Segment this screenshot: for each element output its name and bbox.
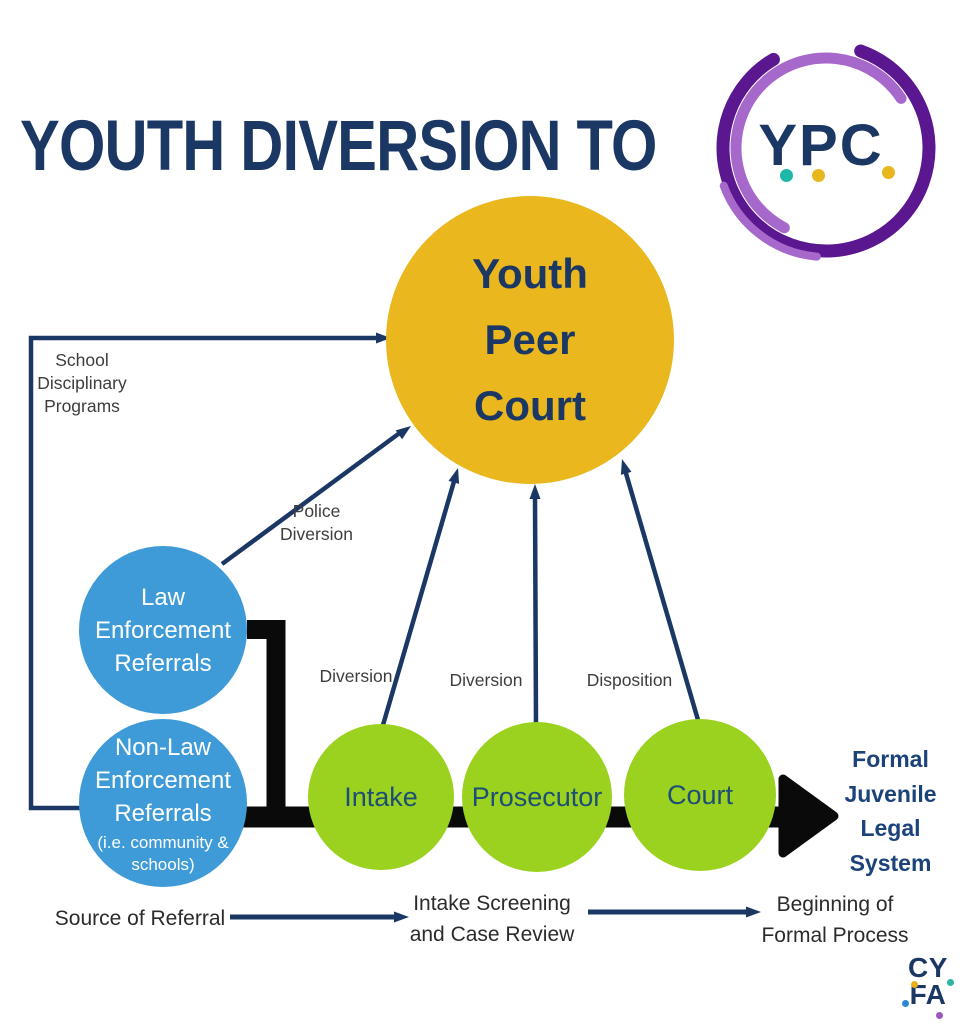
police-diversion-label: Police Diversion — [280, 501, 353, 544]
ypc-gold-dot-icon — [812, 169, 825, 182]
disposition-label: Disposition — [586, 670, 673, 690]
school-referral-line — [28, 335, 377, 811]
referral-arrowheads — [376, 332, 632, 499]
prosecutor-arrowhead-icon — [529, 484, 541, 499]
formal-juvenile-legal-system-label: Formal Juvenile Legal System — [844, 746, 937, 876]
stage-arrowhead-2-icon — [746, 906, 761, 918]
ypc-teal-dot-icon — [780, 169, 793, 182]
cyfa-logo-line1: CY — [908, 952, 948, 983]
non-law-enforcement-circle: Non-Law Enforcement Referrals (i.e. comm… — [79, 719, 247, 887]
stage-arrowheads — [394, 906, 761, 923]
court-circle: Court — [624, 719, 776, 871]
ypc-logo-text: YPC — [758, 113, 884, 178]
ypc-logo: YPC — [706, 28, 946, 268]
non-law-enforcement-sublabel: (i.e. community & schools) — [97, 832, 229, 874]
court-arrowhead-icon — [620, 459, 632, 475]
ypc-logo-ring-icon — [713, 35, 939, 261]
court-label: Court — [666, 780, 734, 810]
ypc-period-dot-icon — [882, 166, 895, 179]
diversion-intake-label: Diversion — [319, 666, 393, 686]
law-enforcement-elbow-line — [247, 620, 286, 817]
intake-circle: Intake — [308, 724, 454, 870]
page-title: YOUTH DIVERSION TO — [20, 107, 657, 186]
prosecutor-diversion-line — [532, 496, 539, 726]
cyfa-blue-dot-icon — [902, 1000, 909, 1007]
beginning-formal-process-label: Beginning of Formal Process — [761, 893, 909, 947]
non-law-enforcement-label: Non-Law Enforcement Referrals — [94, 733, 232, 827]
prosecutor-circle: Prosecutor — [462, 722, 612, 872]
cyfa-logo: CY FA — [895, 952, 961, 1019]
police-arrowhead-icon — [395, 426, 411, 440]
cyfa-teal-dot-icon — [947, 979, 954, 986]
referral-lines — [28, 335, 701, 811]
law-enforcement-circle: Law Enforcement Referrals — [79, 546, 247, 714]
source-of-referral-label: Source of Referral — [54, 907, 226, 930]
cyfa-gold-dot-icon — [911, 981, 918, 988]
intake-diversion-line — [380, 477, 458, 726]
prosecutor-label: Prosecutor — [471, 782, 603, 812]
diversion-prosecutor-label: Diversion — [449, 670, 523, 690]
youth-peer-court-label: Youth Peer Court — [472, 250, 588, 429]
police-diversion-line — [220, 430, 403, 566]
intake-arrowhead-icon — [448, 468, 460, 484]
court-disposition-line — [622, 469, 701, 721]
school-arrowhead-icon — [376, 332, 391, 344]
law-enforcement-label: Law Enforcement Referrals — [94, 583, 232, 677]
stage-arrowhead-1-icon — [394, 911, 409, 923]
cyfa-purple-dot-icon — [936, 1012, 943, 1019]
youth-peer-court-circle: Youth Peer Court — [386, 196, 674, 484]
stage-arrows — [230, 909, 748, 920]
school-disciplinary-label: School Disciplinary Programs — [37, 350, 127, 416]
pipeline-arrowhead-icon — [778, 774, 839, 858]
intake-label: Intake — [344, 782, 418, 812]
intake-screening-label: Intake Screening and Case Review — [409, 892, 575, 946]
